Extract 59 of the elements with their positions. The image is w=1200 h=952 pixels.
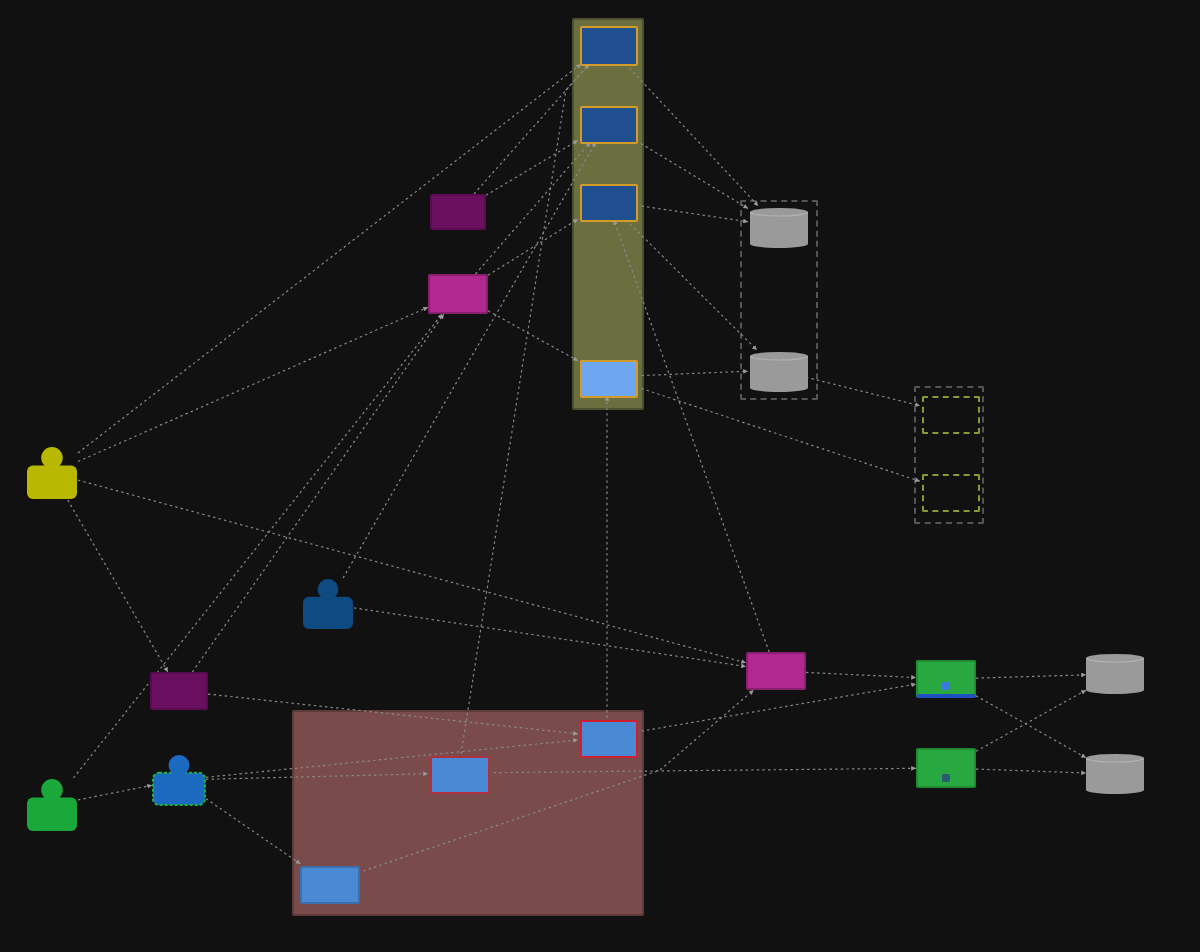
person-figure — [26, 778, 78, 832]
arrow — [487, 218, 579, 276]
container-box — [580, 106, 638, 144]
system-box — [746, 652, 806, 690]
arrow — [487, 310, 579, 362]
dashed-box — [922, 474, 980, 512]
system-box — [428, 274, 488, 314]
container-box — [916, 660, 976, 698]
container-box — [300, 866, 360, 904]
arrow — [635, 682, 917, 733]
arrow — [77, 479, 747, 664]
container-box — [580, 720, 638, 758]
arrow — [613, 219, 770, 653]
person-figure — [26, 446, 78, 500]
database-cylinder — [750, 208, 808, 248]
database-cylinder — [1086, 654, 1144, 694]
arrow — [635, 139, 749, 210]
arrow — [207, 693, 579, 736]
person-figure — [302, 578, 354, 630]
arrow — [77, 306, 429, 463]
database-cylinder — [750, 352, 808, 392]
container-box — [580, 360, 638, 398]
system-boundary — [292, 710, 644, 916]
arrow — [353, 607, 747, 669]
arrow — [625, 63, 759, 207]
dashed-boundary — [914, 386, 984, 524]
system-box — [150, 672, 208, 710]
arrow — [205, 798, 302, 865]
arrow — [77, 63, 582, 454]
arrow — [72, 313, 443, 779]
dashed-box — [922, 396, 980, 434]
arrow — [635, 204, 749, 224]
arrow — [604, 395, 610, 719]
arrow — [205, 771, 429, 780]
arrow — [635, 386, 921, 483]
arrow — [474, 141, 592, 275]
arrow — [805, 376, 921, 407]
arrow — [460, 63, 590, 755]
arrow — [485, 139, 579, 196]
arrow — [473, 63, 590, 195]
arrow — [805, 671, 917, 680]
container-box — [580, 26, 638, 66]
arrow — [625, 219, 758, 351]
arrow — [67, 499, 169, 673]
arrow — [357, 689, 755, 874]
person-figure — [152, 754, 206, 806]
arrow — [191, 313, 445, 673]
container-box — [430, 756, 490, 794]
container-box — [580, 184, 638, 222]
arrow — [77, 783, 153, 801]
arrow — [205, 738, 579, 778]
arrow — [342, 141, 597, 579]
container-band — [572, 18, 644, 410]
database-cylinder — [1086, 754, 1144, 794]
arrow — [975, 672, 1087, 679]
container-box — [916, 748, 976, 788]
arrow — [975, 768, 1087, 776]
system-box — [430, 194, 486, 230]
dashed-boundary — [740, 200, 818, 400]
